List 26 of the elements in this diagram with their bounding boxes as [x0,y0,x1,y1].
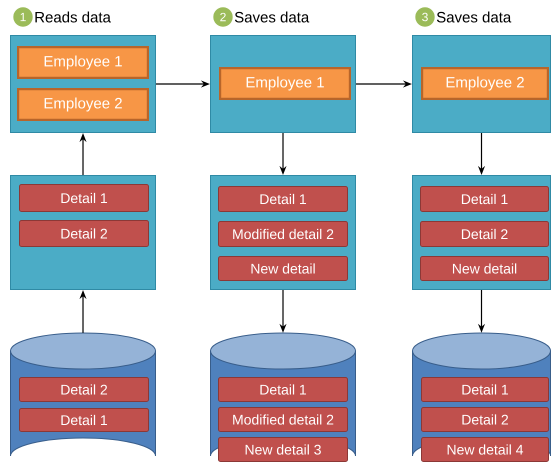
detail-record: New detail 4 [421,437,549,462]
heading: Saves data [234,12,310,22]
detail-record: Detail 1 [19,184,149,212]
heading: Reads data [35,12,111,22]
detail-record: Modified detail 2 [218,407,348,432]
detail-record: Detail 1 [218,186,348,212]
detail-record: Detail 1 [19,408,149,432]
detail-record: Detail 1 [421,377,549,402]
employee-record: Employee 2 [17,88,149,121]
step-number: 3 [414,6,436,28]
step-number: 1 [12,6,34,28]
detail-record: Detail 2 [19,220,149,247]
detail-record: New detail [218,256,348,281]
detail-record: Detail 2 [420,221,549,247]
employee-record: Employee 1 [219,67,351,100]
detail-record: Detail 2 [19,377,149,402]
detail-record: Detail 1 [420,186,549,212]
detail-record: New detail [420,256,549,281]
step-number: 2 [212,6,234,28]
detail-record: Detail 2 [421,407,549,432]
detail-record: New detail 3 [218,437,348,462]
heading: Saves data [436,12,512,22]
detail-record: Detail 1 [218,377,348,402]
employee-record: Employee 1 [17,46,149,79]
detail-record: Modified detail 2 [218,221,348,247]
employee-record: Employee 2 [421,67,549,100]
